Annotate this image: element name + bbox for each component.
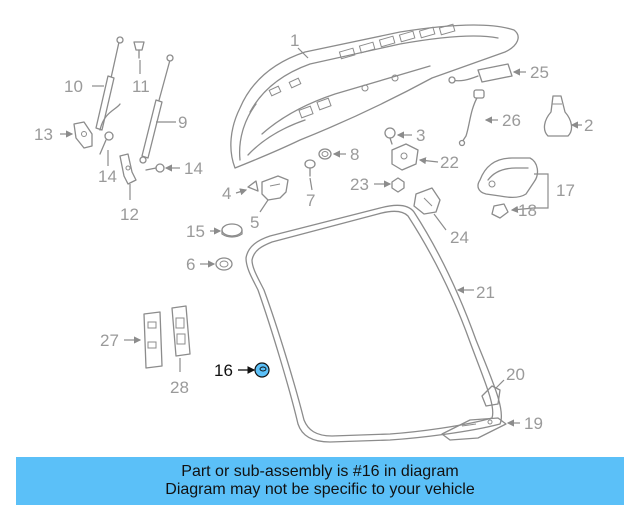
leader-18 [510, 205, 535, 214]
label-17: 17 [556, 181, 575, 200]
part-5-hinge [261, 175, 289, 201]
part-24-bumper [413, 187, 441, 215]
part-13-bracket [73, 121, 93, 149]
label-16: 16 [214, 361, 233, 380]
label-18: 18 [518, 201, 537, 220]
info-banner: Part or sub-assembly is #16 in diagram D… [16, 457, 624, 505]
label-28: 28 [170, 378, 189, 397]
part-19-latch-base [441, 417, 507, 441]
part-3-clip [384, 127, 396, 145]
label-4: 4 [222, 184, 231, 203]
part-10-gas-strut [95, 36, 124, 131]
part-21-weatherstrip [245, 204, 502, 443]
part-18-screw [491, 203, 509, 219]
leader-1 [297, 47, 309, 59]
part-17-handle [477, 157, 539, 198]
leader-7 [309, 177, 313, 191]
label-8: 8 [350, 145, 359, 164]
label-23: 23 [350, 175, 369, 194]
label-19: 19 [524, 414, 543, 433]
label-1: 1 [290, 31, 299, 50]
part-8-grommet [318, 148, 332, 160]
label-5: 5 [250, 213, 259, 232]
label-24: 24 [450, 228, 469, 247]
label-6: 6 [186, 255, 195, 274]
label-9: 9 [178, 113, 187, 132]
banner-line-2: Diagram may not be specific to your vehi… [165, 481, 475, 498]
part-28-block [171, 305, 191, 357]
leader-24 [433, 213, 447, 231]
part-9-gas-strut [139, 54, 174, 164]
part-6-grommet [215, 257, 233, 271]
label-25: 25 [530, 63, 549, 82]
part-7-bolt [304, 159, 316, 177]
part-2-knob [543, 95, 573, 137]
parts-diagram: 1 2 3 4 5 6 7 8 9 10 11 12 13 14 14 15 1… [34, 23, 593, 443]
label-20: 20 [506, 365, 525, 384]
part-12-bracket [119, 153, 137, 185]
part-22-latch [391, 143, 419, 171]
label-3: 3 [416, 126, 425, 145]
label-22: 22 [440, 153, 459, 172]
label-21: 21 [476, 283, 495, 302]
part-27-block [143, 311, 163, 369]
part-16-plug-highlighted [254, 362, 270, 378]
leader-20 [495, 379, 505, 389]
label-14b: 14 [184, 159, 203, 178]
part-1-liftgate-panel [230, 23, 519, 169]
leader-5 [259, 199, 269, 213]
label-7: 7 [306, 191, 315, 210]
banner-line-1: Part or sub-assembly is #16 in diagram [181, 463, 459, 480]
label-11: 11 [132, 77, 150, 96]
part-11-pin [133, 41, 145, 59]
label-14a: 14 [98, 167, 117, 186]
leader-22 [418, 157, 439, 165]
part-14-bolt [99, 131, 165, 173]
label-12: 12 [120, 205, 139, 224]
bracket-17 [534, 173, 549, 209]
part-25-switch [448, 63, 513, 84]
part-26-cable [458, 89, 485, 147]
leader-4 [235, 188, 248, 196]
label-2: 2 [584, 116, 593, 135]
label-15: 15 [186, 222, 205, 241]
label-26: 26 [502, 111, 521, 130]
label-13: 13 [34, 125, 53, 144]
part-23-nut [391, 177, 405, 193]
label-10: 10 [64, 77, 83, 96]
part-15-cap [221, 223, 243, 238]
label-27: 27 [100, 331, 119, 350]
part-4-clip [247, 180, 259, 192]
